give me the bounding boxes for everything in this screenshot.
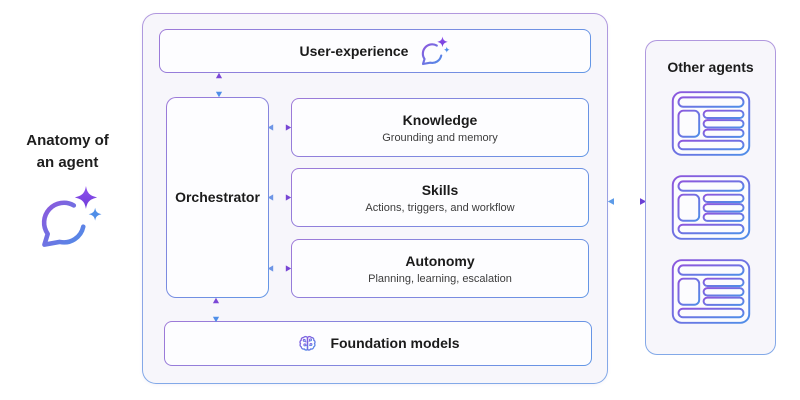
arrow-orchestrator-foundation xyxy=(212,297,220,323)
agent-anatomy-container: User-experience Orchestrator Knowledge G… xyxy=(142,13,608,384)
copilot-agent-icon xyxy=(41,186,102,247)
skills-box: Skills Actions, triggers, and workflow xyxy=(291,168,589,227)
other-agents-card-list xyxy=(671,91,751,324)
orchestrator-title: Orchestrator xyxy=(175,189,260,205)
arrow-orchestrator-knowledge xyxy=(267,124,292,131)
agent-card-icon xyxy=(671,91,750,156)
foundation-models-box: Foundation models xyxy=(164,321,592,366)
user-experience-title: User-experience xyxy=(299,42,409,59)
foundation-models-title: Foundation models xyxy=(330,335,460,351)
arrow-orchestrator-skills xyxy=(267,194,292,201)
agent-card-icon xyxy=(671,175,750,240)
user-experience-box: User-experience xyxy=(159,29,591,73)
skills-title: Skills xyxy=(421,181,459,198)
knowledge-title: Knowledge xyxy=(402,111,478,128)
orchestrator-box: Orchestrator xyxy=(166,97,269,298)
diagram-title-line2: an agent xyxy=(36,154,99,171)
diagram-title-line1: Anatomy of xyxy=(26,132,109,149)
skills-subtitle: Actions, triggers, and workflow xyxy=(365,201,515,214)
agent-card-icon xyxy=(671,259,750,324)
brain-circuit-icon xyxy=(299,335,317,351)
knowledge-subtitle: Grounding and memory xyxy=(382,131,498,144)
other-agents-title: Other agents xyxy=(667,59,754,75)
copilot-chat-icon xyxy=(422,36,451,65)
other-agents-panel: Other agents xyxy=(645,40,776,355)
autonomy-box: Autonomy Planning, learning, escalation xyxy=(291,239,589,298)
knowledge-box: Knowledge Grounding and memory xyxy=(291,98,589,157)
autonomy-subtitle: Planning, learning, escalation xyxy=(368,272,512,285)
arrow-other-agents xyxy=(607,198,647,205)
autonomy-title: Autonomy xyxy=(405,252,475,269)
arrow-ux-orchestrator xyxy=(215,72,223,98)
diagram-title: Anatomy of an agent xyxy=(10,130,125,174)
arrow-orchestrator-autonomy xyxy=(267,265,292,272)
